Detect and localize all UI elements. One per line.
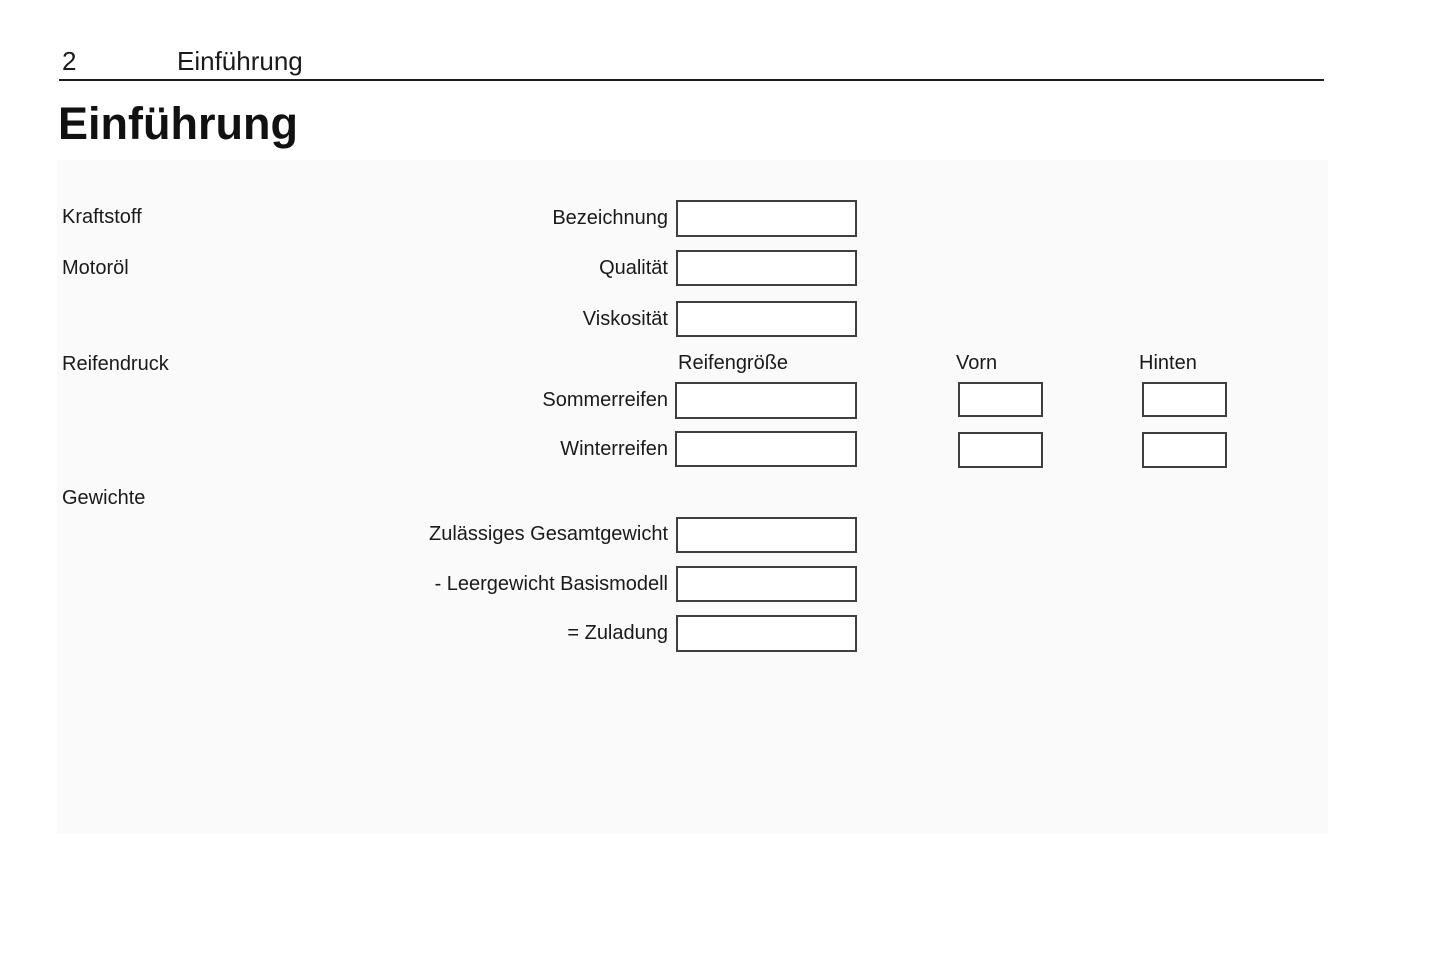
gross-weight-label: Zulässiges Gesamtgewicht — [429, 523, 668, 545]
curb-weight-input[interactable] — [676, 566, 857, 602]
viscosity-label: Viskosität — [582, 308, 668, 330]
winter-tire-size-input[interactable] — [675, 431, 857, 467]
payload-input[interactable] — [676, 615, 857, 652]
section-label-fuel: Kraftstoff — [62, 206, 142, 228]
column-header-front: Vorn — [956, 352, 998, 374]
summer-tires-label: Sommerreifen — [542, 389, 668, 411]
payload-label: = Zuladung — [567, 622, 668, 644]
designation-label: Bezeichnung — [552, 207, 668, 229]
page-title: Einführung — [58, 98, 298, 149]
running-header-chapter: Einführung — [177, 46, 303, 76]
section-label-oil: Motoröl — [62, 257, 129, 279]
header-rule — [59, 79, 1324, 81]
page-number: 2 — [62, 46, 77, 76]
curb-weight-label: - Leergewicht Basismodell — [434, 573, 668, 595]
winter-tires-label: Winterreifen — [560, 438, 668, 460]
winter-rear-pressure-input[interactable] — [1142, 432, 1227, 468]
quality-label: Qualität — [599, 257, 668, 279]
summer-front-pressure-input[interactable] — [958, 382, 1043, 417]
oil-quality-input[interactable] — [676, 250, 857, 286]
summer-rear-pressure-input[interactable] — [1142, 382, 1227, 417]
column-header-rear: Hinten — [1139, 352, 1197, 374]
gross-weight-input[interactable] — [676, 517, 857, 553]
fuel-designation-input[interactable] — [676, 200, 857, 237]
summer-tire-size-input[interactable] — [675, 382, 857, 419]
oil-viscosity-input[interactable] — [676, 301, 857, 337]
section-label-tire-pressure: Reifendruck — [62, 353, 169, 375]
column-header-tire-size: Reifengröße — [678, 352, 789, 374]
section-label-weights: Gewichte — [62, 487, 146, 509]
winter-front-pressure-input[interactable] — [958, 432, 1043, 468]
